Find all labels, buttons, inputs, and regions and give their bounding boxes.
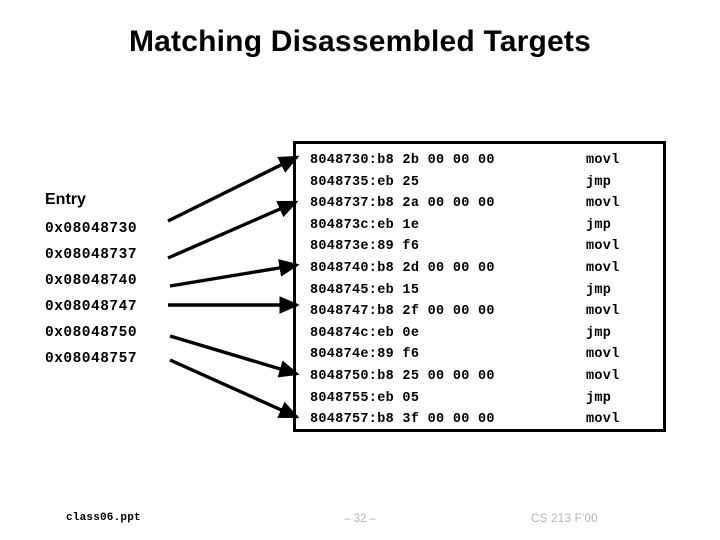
disassembly-row: 804873e:89 f6 movl (310, 236, 660, 258)
disassembly-row: 8048730:b8 2b 00 00 00 movl (310, 150, 660, 172)
disassembly-mnemonic: jmp (586, 174, 612, 190)
disassembly-bytes: b8 2b 00 00 00 (377, 153, 495, 168)
entry-address: 0x08048757 (45, 351, 138, 367)
disassembly-bytes: b8 2a 00 00 00 (377, 196, 495, 212)
entry-address: 0x08048747 (45, 299, 138, 315)
entry-heading: Entry (45, 191, 86, 208)
disassembly-bytes: eb 05 (377, 390, 420, 406)
disassembly-row: 804873c:eb 1e jmp (310, 215, 660, 237)
disassembly-mnemonic: movl (586, 260, 620, 276)
disassembly-address: 8048747: (310, 304, 378, 320)
disassembly-address: 8048750: (310, 368, 378, 384)
disassembly-row: 8048747:b8 2f 00 00 00 movl (310, 301, 660, 323)
disassembly-row: 8048740:b8 2d 00 00 00 movl (310, 258, 660, 280)
disassembly-mnemonic: jmp (586, 325, 612, 341)
disassembly-address: 8048735: (310, 174, 378, 190)
entry-address: 0x08048737 (45, 247, 138, 263)
disassembly-bytes: eb 0e (377, 325, 420, 341)
footer-page-number: – 32 – (344, 513, 376, 525)
disassembly-address: 8048730: (310, 153, 378, 168)
disassembly-row: 8048737:b8 2a 00 00 00 movl (310, 193, 660, 215)
disassembly-bytes: b8 3f 00 00 00 (377, 412, 495, 428)
disassembly-row: 804874c:eb 0e jmp (310, 323, 660, 345)
disassembly-bytes: b8 2f 00 00 00 (377, 304, 495, 320)
disassembly-row: 8048755:eb 05 jmp (310, 388, 660, 410)
disassembly-address: 8048737: (310, 196, 378, 212)
disassembly-row: 8048745:eb 15 jmp (310, 280, 660, 302)
disassembly-mnemonic: jmp (586, 390, 612, 406)
disassembly-bytes: 89 f6 (377, 347, 420, 363)
disassembly-mnemonic: movl (586, 412, 620, 428)
disassembly-mnemonic: movl (586, 347, 620, 363)
disassembly-address: 8048757: (310, 412, 378, 428)
disassembly-row: 8048757:b8 3f 00 00 00 movl (310, 409, 660, 431)
disassembly-mnemonic: movl (586, 304, 620, 320)
entry-address: 0x08048750 (45, 325, 138, 341)
disassembly-bytes: b8 25 00 00 00 (377, 368, 495, 384)
footer-course-label: CS 213 F'00 (531, 513, 598, 525)
disassembly-address: 804874c: (310, 325, 378, 341)
disassembly-bytes: eb 15 (377, 282, 420, 298)
disassembly-mnemonic: movl (586, 239, 620, 255)
disassembly-bytes: eb 1e (377, 217, 420, 233)
disassembly-address: 804873e: (310, 239, 378, 255)
disassembly-mnemonic: movl (586, 196, 620, 212)
page-title: Matching Disassembled Targets (128, 25, 592, 58)
disassembly-mnemonic: movl (586, 153, 620, 168)
disassembly-bytes: 89 f6 (377, 239, 420, 255)
disassembly-box: 8048730:b8 2b 00 00 00 movl 8048735:eb 25 j… (293, 141, 666, 432)
footer-filename: class06.ppt (66, 512, 141, 524)
entry-points-panel: Entry 0x08048730 0x08048737 0x08048740 0… (45, 190, 245, 377)
disassembly-mnemonic: jmp (586, 217, 612, 233)
entry-address: 0x08048740 (45, 273, 138, 289)
entry-address: 0x08048730 (45, 221, 138, 237)
disassembly-bytes: eb 25 (377, 174, 420, 190)
disassembly-mnemonic: movl (586, 368, 620, 384)
disassembly-list: 8048730:b8 2b 00 00 00 movl 8048735:eb 25 j… (310, 150, 660, 431)
disassembly-row: 804874e:89 f6 movl (310, 344, 660, 366)
disassembly-row: 8048735:eb 25 jmp (310, 172, 660, 194)
disassembly-row: 8048750:b8 25 00 00 00 movl (310, 366, 660, 388)
disassembly-address: 804873c: (310, 217, 378, 233)
disassembly-mnemonic: jmp (586, 282, 612, 298)
disassembly-address: 804874e: (310, 347, 378, 363)
disassembly-address: 8048740: (310, 260, 378, 276)
disassembly-bytes: b8 2d 00 00 00 (377, 260, 495, 276)
disassembly-address: 8048755: (310, 390, 378, 406)
disassembly-address: 8048745: (310, 282, 378, 298)
